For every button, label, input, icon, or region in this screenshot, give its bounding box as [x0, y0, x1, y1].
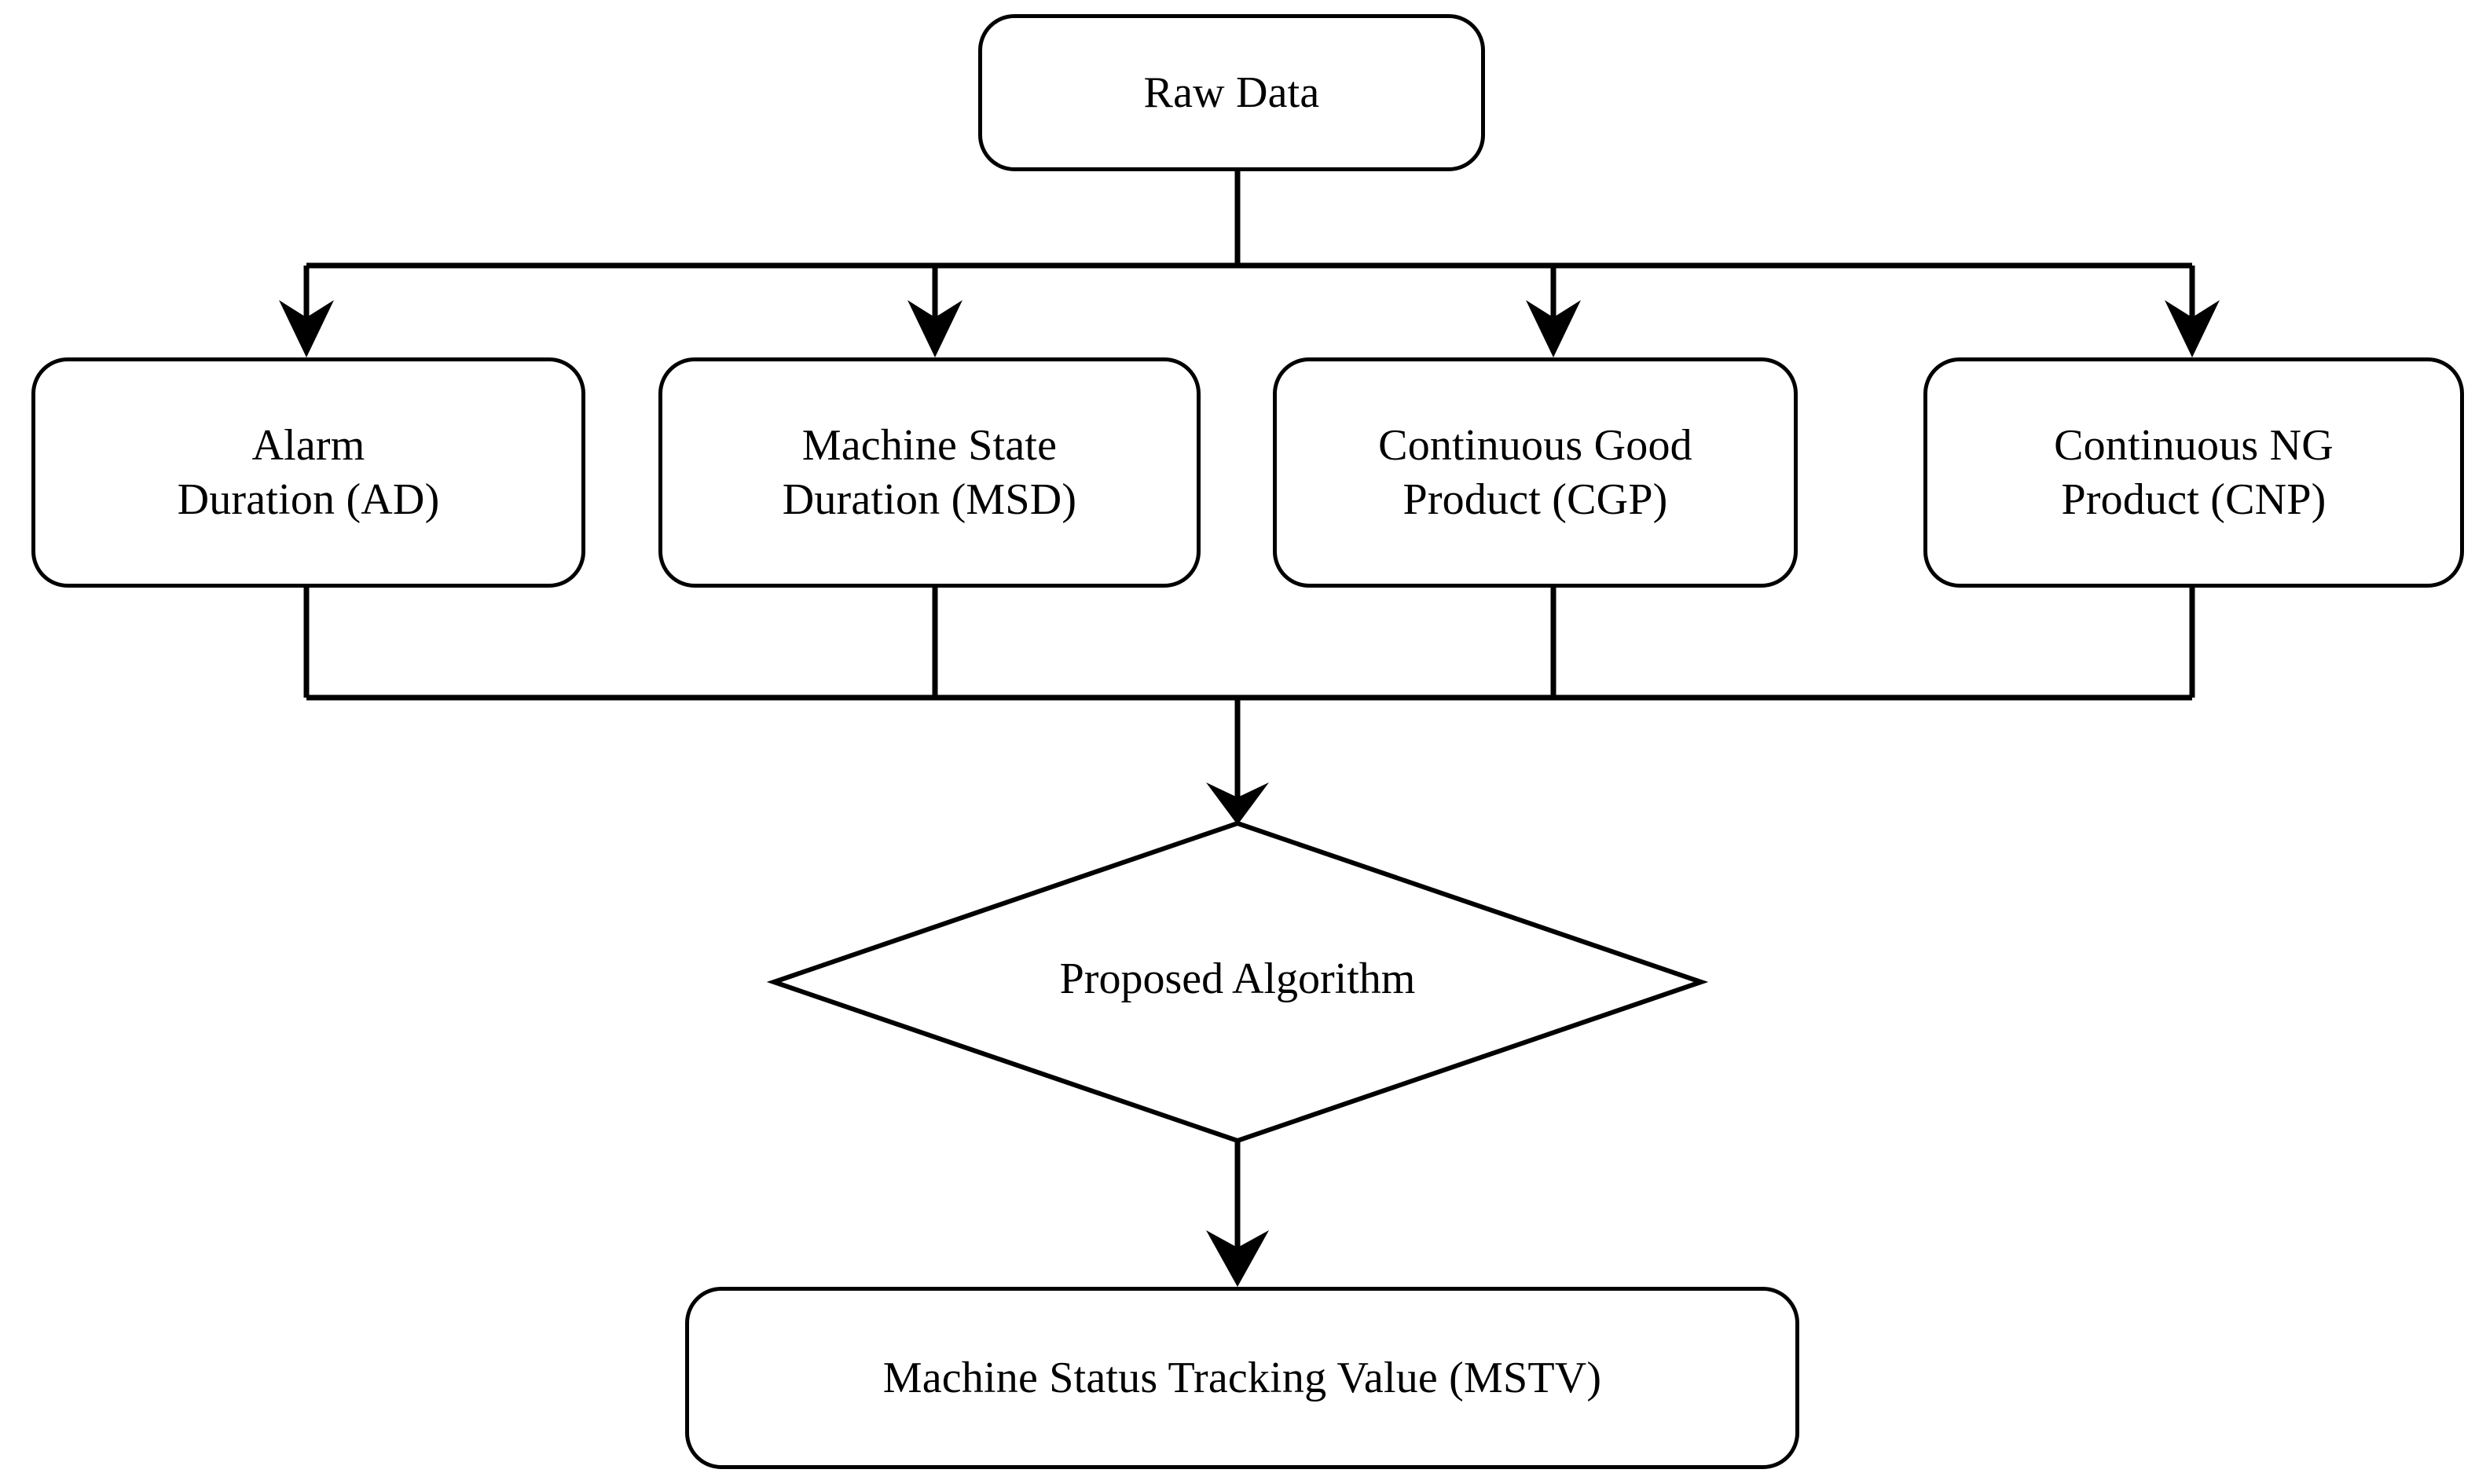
- arrowhead-group: [279, 300, 2220, 1287]
- node-continuous-ng-product[interactable]: Continuous NG Product (CNP): [1923, 357, 2464, 588]
- proposed-algorithm-diamond-shape: [766, 820, 1709, 1144]
- node-machine-status-tracking-value[interactable]: Machine Status Tracking Value (MSTV): [685, 1287, 1799, 1469]
- node-machine-status-tracking-value-label: Machine Status Tracking Value (MSTV): [882, 1353, 1602, 1402]
- node-machine-state-duration-label: Machine State Duration (MSD): [782, 421, 1077, 524]
- node-continuous-good-product-label: Continuous Good Product (CGP): [1378, 421, 1692, 524]
- node-alarm-duration[interactable]: Alarm Duration (AD): [31, 357, 585, 588]
- node-raw-data[interactable]: Raw Data: [978, 14, 1485, 171]
- arrowhead-to-ad: [279, 300, 334, 357]
- arrowhead-to-cgp: [1526, 300, 1581, 357]
- node-raw-data-label: Raw Data: [1143, 68, 1320, 117]
- arrowhead-to-algorithm: [1206, 782, 1269, 825]
- node-continuous-good-product[interactable]: Continuous Good Product (CGP): [1273, 357, 1798, 588]
- node-machine-state-duration[interactable]: Machine State Duration (MSD): [658, 357, 1201, 588]
- arrowhead-to-msd: [908, 300, 962, 357]
- node-alarm-duration-label: Alarm Duration (AD): [177, 421, 440, 524]
- arrowhead-to-cnp: [2165, 300, 2220, 357]
- arrowhead-to-mstv: [1206, 1230, 1269, 1287]
- node-continuous-ng-product-label: Continuous NG Product (CNP): [2054, 421, 2334, 524]
